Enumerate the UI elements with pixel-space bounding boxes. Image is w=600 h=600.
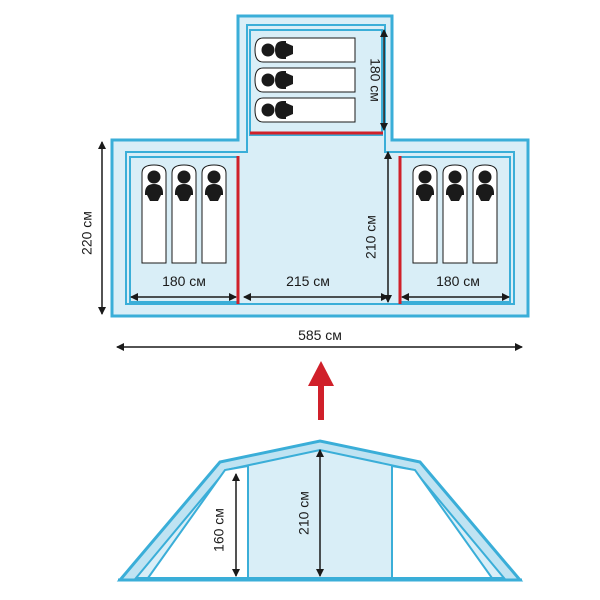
label-left-width: 180 см <box>162 273 206 289</box>
label-top-depth: 180 см <box>367 58 383 102</box>
person-silhouette-icon <box>442 164 468 264</box>
profile-right-compartment <box>391 464 494 579</box>
person-silhouette-icon <box>171 164 197 264</box>
person-silhouette-icon <box>141 164 167 264</box>
label-total-width: 585 см <box>298 327 342 343</box>
person-silhouette-icon <box>472 164 498 264</box>
floor-plan: 180 см 180 см 215 см 180 см 210 см 220 с… <box>79 14 530 351</box>
profile-left-compartment <box>146 464 249 579</box>
label-profile-center: 210 см <box>296 491 312 535</box>
label-center-width: 215 см <box>286 273 330 289</box>
side-profile: 160 см 210 см <box>116 439 524 582</box>
top-bedroom-sleepers <box>254 37 356 123</box>
label-profile-side: 160 см <box>211 508 227 552</box>
left-bedroom-sleepers <box>141 164 227 264</box>
label-side-height: 220 см <box>79 211 95 255</box>
right-bedroom-sleepers <box>412 164 498 264</box>
person-silhouette-icon <box>254 97 356 123</box>
label-center-depth: 210 см <box>363 215 379 259</box>
label-right-width: 180 см <box>436 273 480 289</box>
up-arrow-icon <box>308 361 334 420</box>
person-silhouette-icon <box>201 164 227 264</box>
person-silhouette-icon <box>254 37 356 63</box>
person-silhouette-icon <box>412 164 438 264</box>
person-silhouette-icon <box>254 67 356 93</box>
